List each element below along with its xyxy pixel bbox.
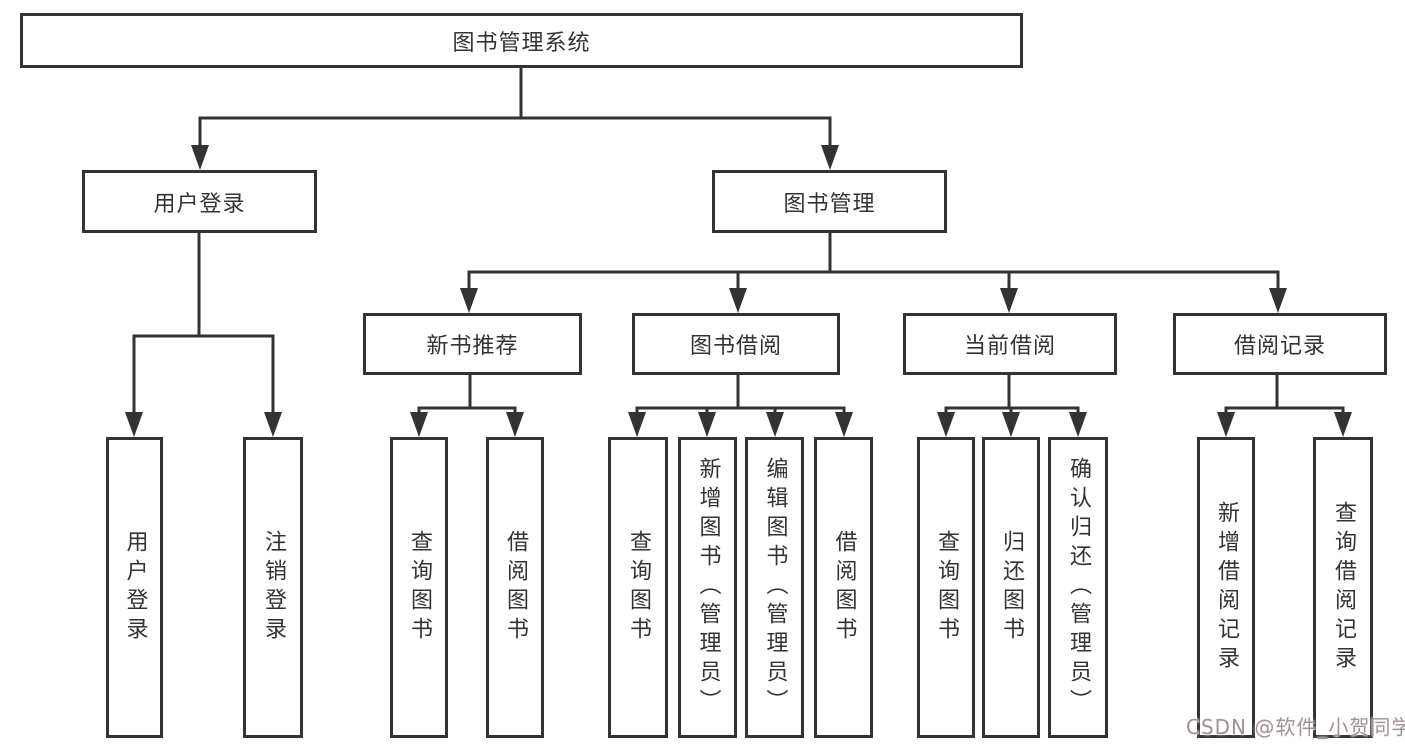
leaf-query-books-current: 查询图书 [917,437,975,738]
leaf-query-books-recommend-label: 查询图书 [407,529,432,646]
node-root: 图书管理系统 [20,13,1023,68]
leaf-user-login-label: 用户登录 [122,529,148,646]
leaf-confirm-return-admin: 确认归还（管理员） [1048,437,1108,738]
node-current-borrowing: 当前借阅 [903,313,1117,375]
leaf-return-books-label: 归还图书 [999,529,1024,646]
node-new-book-recommend-label: 新书推荐 [426,334,519,359]
node-user-login-label: 用户登录 [153,191,246,217]
leaf-add-books-admin: 新增图书（管理员） [678,437,737,738]
leaf-query-books-recommend: 查询图书 [390,437,448,738]
node-borrowing-records: 借阅记录 [1173,313,1387,375]
node-book-management: 图书管理 [712,170,947,233]
leaf-query-books-borrowing-label: 查询图书 [626,529,651,646]
leaf-add-books-admin-label: 新增图书（管理员） [695,457,721,718]
leaf-borrow-books-recommend: 借阅图书 [486,437,544,738]
leaf-borrow-books-borrowing: 借阅图书 [814,437,873,738]
leaf-logout: 注销登录 [243,437,303,738]
node-current-borrowing-label: 当前借阅 [963,334,1056,359]
leaf-return-books: 归还图书 [982,437,1040,738]
node-book-borrowing-label: 图书借阅 [689,334,782,359]
leaf-edit-books-admin-label: 编辑图书（管理员） [762,457,788,718]
leaf-borrow-books-borrowing-label: 借阅图书 [831,529,857,646]
leaf-logout-label: 注销登录 [261,529,286,646]
leaf-add-borrow-record: 新增借阅记录 [1197,437,1255,738]
node-user-login: 用户登录 [82,170,317,233]
arrowheads [125,145,1352,437]
leaf-query-books-current-label: 查询图书 [934,529,959,646]
node-borrowing-records-label: 借阅记录 [1233,334,1326,359]
node-book-management-label: 图书管理 [783,191,876,217]
node-new-book-recommend: 新书推荐 [363,313,582,375]
node-root-label: 图书管理系统 [452,30,591,56]
leaf-add-borrow-record-label: 新增借阅记录 [1214,500,1239,675]
leaf-query-books-borrowing: 查询图书 [608,437,668,738]
leaf-confirm-return-admin-label: 确认归还（管理员） [1066,457,1091,718]
leaf-query-borrow-record-label: 查询借阅记录 [1331,500,1356,675]
node-book-borrowing: 图书借阅 [632,313,840,375]
leaf-edit-books-admin: 编辑图书（管理员） [745,437,804,738]
leaf-borrow-books-recommend-label: 借阅图书 [503,529,528,646]
csdn-watermark: CSDN @软件_小贺同学 [1186,715,1405,739]
connector-segments [132,65,1345,416]
leaf-query-borrow-record: 查询借阅记录 [1313,437,1373,738]
leaf-user-login: 用户登录 [106,437,163,738]
